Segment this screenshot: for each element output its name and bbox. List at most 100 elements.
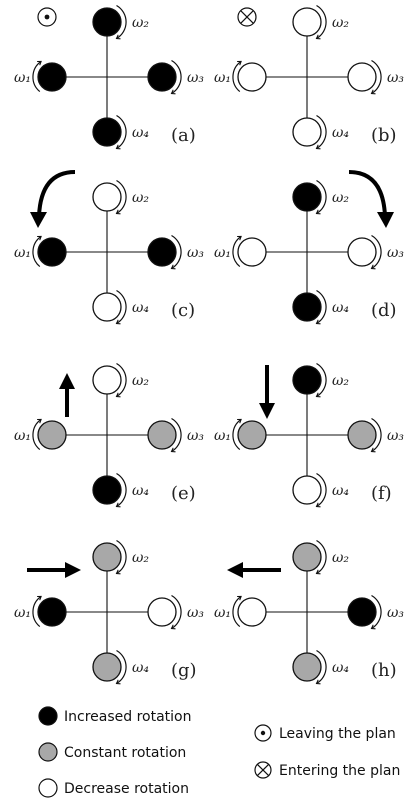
entering-plane-icon (237, 7, 257, 27)
rotor-label-w1: ω₁ (14, 428, 31, 444)
motion-arrow-up (59, 373, 75, 417)
rotor-label-w1: ω₁ (214, 70, 231, 86)
rotation-arc (232, 418, 242, 451)
legend-constant-text: Constant rotation (64, 745, 186, 761)
rotor-label-w1: ω₁ (14, 245, 31, 261)
rotation-arrowhead (115, 392, 121, 398)
rotation-arc (316, 289, 327, 325)
rotation-arc (316, 362, 327, 398)
rotation-arrowhead (115, 502, 121, 508)
motion-arrow-rotate-left (30, 170, 76, 228)
rotation-arrowhead (170, 624, 176, 630)
rotor-w3 (147, 594, 182, 630)
rotor-label-w4: ω₄ (332, 483, 349, 499)
rotation-arrowhead (315, 679, 321, 685)
rotor-disc (37, 237, 67, 267)
rotor-w1 (232, 60, 267, 93)
rotor-disc (147, 420, 177, 450)
rotor-disc (347, 420, 377, 450)
rotor-label-w3: ω₃ (387, 70, 404, 86)
rotation-arrowhead (237, 235, 242, 241)
rotor-w4 (292, 289, 327, 325)
rotor-label-w1: ω₁ (14, 70, 31, 86)
rotor-disc (237, 62, 267, 92)
rotor-label-w3: ω₃ (187, 605, 204, 621)
rotation-arrowhead (37, 595, 42, 601)
rotation-arrowhead (115, 209, 121, 215)
rotor-label-w3: ω₃ (387, 245, 404, 261)
motion-arrow-left (227, 562, 281, 578)
rotor-w4 (92, 289, 127, 325)
arrow-head (59, 373, 75, 389)
rotor-label-w4: ω₄ (332, 300, 349, 316)
rotor-w3 (147, 234, 182, 270)
rotation-arc (171, 594, 182, 630)
rotor-label-w2: ω₂ (332, 190, 349, 206)
rotor-disc (292, 542, 322, 572)
rotor-disc (147, 237, 177, 267)
rotation-arc (116, 472, 127, 508)
rotation-arrowhead (315, 569, 321, 575)
rotor-w4 (92, 114, 127, 150)
rotor-w1 (32, 60, 67, 93)
panel-label: (a) (171, 125, 196, 146)
rotor-disc (92, 182, 122, 212)
rotor-label-w4: ω₄ (332, 125, 349, 141)
rotation-arrowhead (315, 502, 321, 508)
rotation-arc (116, 362, 127, 398)
arrow-head (377, 212, 394, 228)
rotor-disc (292, 475, 322, 505)
rotation-arc (232, 235, 242, 268)
rotation-arc (316, 179, 327, 215)
panel-label: (e) (171, 483, 196, 504)
rotor-disc (92, 117, 122, 147)
rotation-arc (316, 4, 327, 40)
rotor-w2 (92, 179, 127, 215)
rotation-arc (171, 417, 182, 453)
legend: Increased rotation Constant rotation Dec… (38, 706, 400, 798)
rotor-label-w1: ω₁ (214, 245, 231, 261)
motion-arrow-down (259, 365, 275, 419)
rotor-disc (292, 7, 322, 37)
panel-label: (g) (171, 660, 197, 681)
rotor-w4 (292, 649, 327, 685)
legend-entering-text: Entering the plan (279, 763, 400, 779)
rotor-w1 (32, 235, 67, 268)
rotor-disc (292, 365, 322, 395)
rotor-disc (92, 475, 122, 505)
rotation-arrowhead (237, 60, 242, 66)
rotation-arc (316, 472, 327, 508)
rotation-arrowhead (115, 679, 121, 685)
arrow-shaft (348, 170, 387, 217)
rotor-label-w3: ω₃ (387, 605, 404, 621)
rotor-w4 (292, 114, 327, 150)
legend-leaving-icon (254, 724, 272, 742)
rotation-arc (116, 179, 127, 215)
rotor-disc (237, 237, 267, 267)
rotor-disc (347, 597, 377, 627)
symbol-dot (44, 14, 50, 20)
rotation-arc (116, 289, 127, 325)
rotation-arrowhead (37, 235, 42, 241)
legend-entering-icon (254, 761, 272, 779)
rotor-disc (147, 62, 177, 92)
rotor-label-w2: ω₂ (132, 550, 149, 566)
rotation-arrowhead (115, 144, 121, 150)
panel-label: (c) (171, 300, 195, 321)
rotor-disc (37, 62, 67, 92)
rotation-arc (316, 539, 327, 575)
rotor-w3 (347, 59, 382, 95)
rotation-arrowhead (170, 447, 176, 453)
rotor-label-w4: ω₄ (132, 125, 149, 141)
rotor-label-w1: ω₁ (214, 605, 231, 621)
rotor-w2 (92, 362, 127, 398)
rotor-label-w3: ω₃ (387, 428, 404, 444)
rotation-arrowhead (370, 89, 376, 95)
rotation-arrowhead (115, 34, 121, 40)
rotor-label-w3: ω₃ (187, 70, 204, 86)
rotation-arrowhead (115, 319, 121, 325)
rotation-arc (32, 235, 42, 268)
